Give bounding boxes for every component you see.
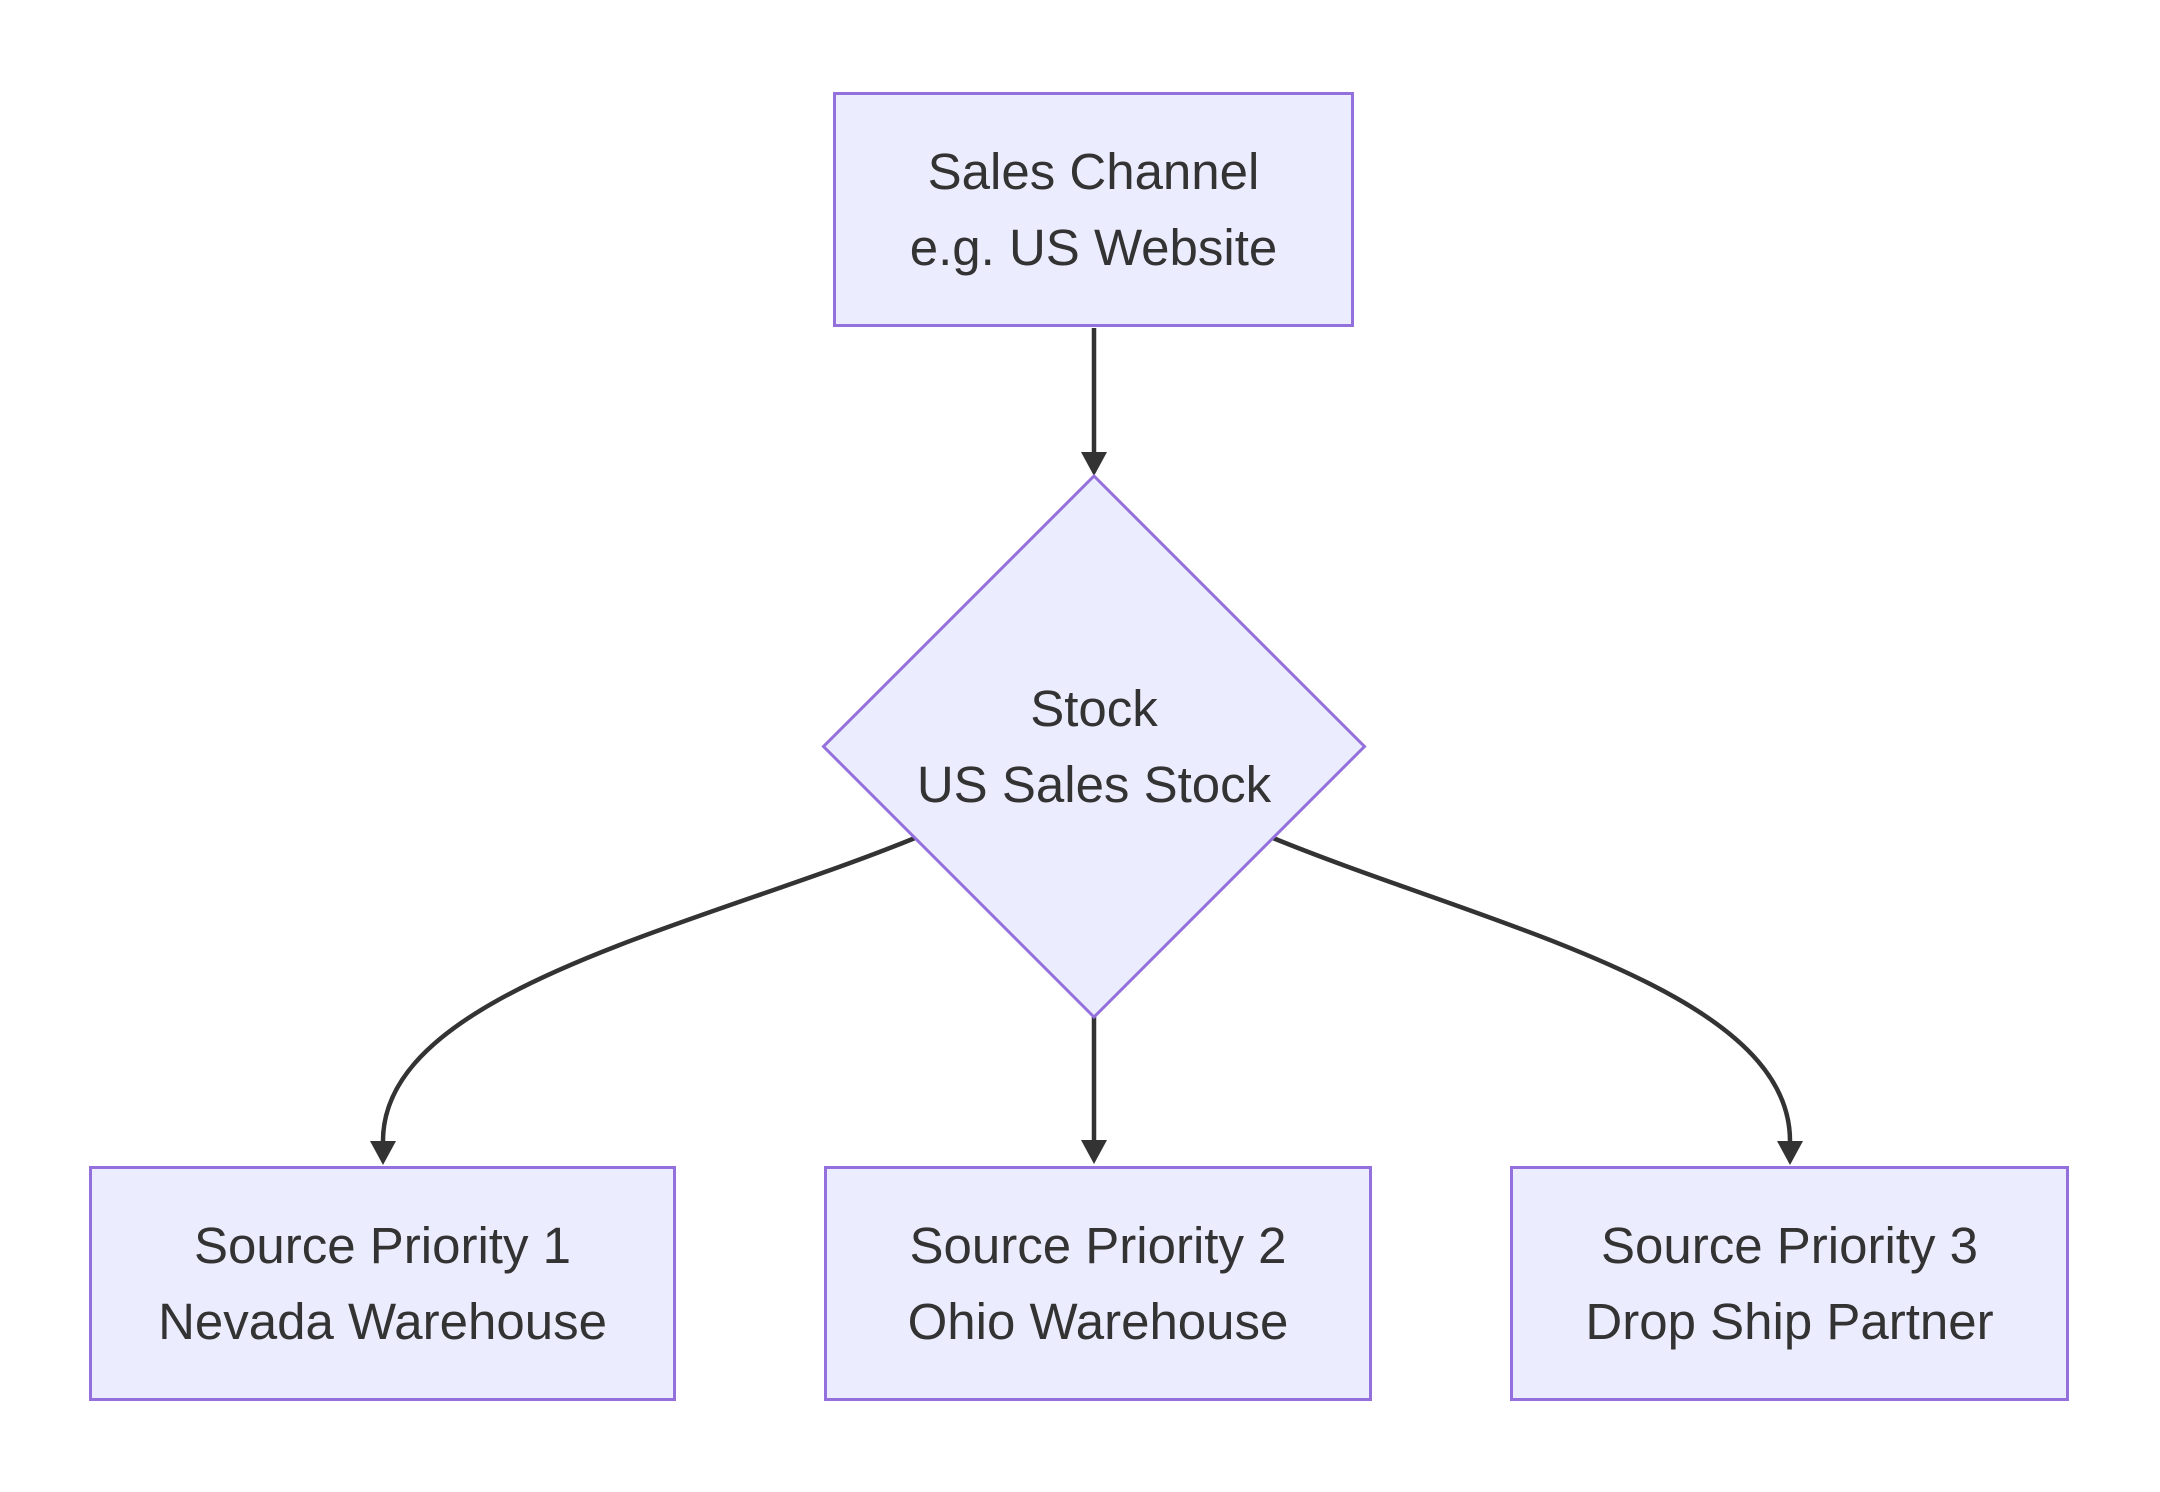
edge-stock-to-priority3 <box>1272 835 1793 1142</box>
node-priority3-line1: Source Priority 3 <box>1601 1216 1978 1274</box>
node-sales-channel: Sales Channel e.g. US Website <box>833 92 1354 327</box>
node-priority2-line1: Source Priority 2 <box>909 1216 1287 1274</box>
arrowhead-into-priority1-icon <box>370 1141 396 1165</box>
node-stock-line1: Stock <box>1030 679 1158 737</box>
node-priority1-line1: Source Priority 1 <box>194 1216 571 1274</box>
node-priority3-line2: Drop Ship Partner <box>1585 1292 1994 1350</box>
node-priority3: Source Priority 3 Drop Ship Partner <box>1510 1166 2069 1401</box>
node-priority1-line2: Nevada Warehouse <box>158 1292 607 1350</box>
node-sales-channel-line1: Sales Channel <box>927 142 1260 200</box>
node-sales-channel-line2: e.g. US Website <box>909 218 1278 276</box>
edge-stock-to-priority1 <box>380 835 916 1142</box>
node-stock-line2: US Sales Stock <box>916 755 1272 813</box>
node-priority2: Source Priority 2 Ohio Warehouse <box>824 1166 1372 1401</box>
node-priority2-line2: Ohio Warehouse <box>907 1292 1289 1350</box>
node-priority1: Source Priority 1 Nevada Warehouse <box>89 1166 676 1401</box>
arrowhead-into-priority3-icon <box>1777 1141 1803 1165</box>
arrowhead-into-stock-icon <box>1081 452 1107 476</box>
arrowhead-into-priority2-icon <box>1081 1140 1107 1164</box>
node-stock-diamond-shape <box>821 473 1367 1020</box>
node-stock-label: Stock US Sales Stock <box>844 646 1344 847</box>
